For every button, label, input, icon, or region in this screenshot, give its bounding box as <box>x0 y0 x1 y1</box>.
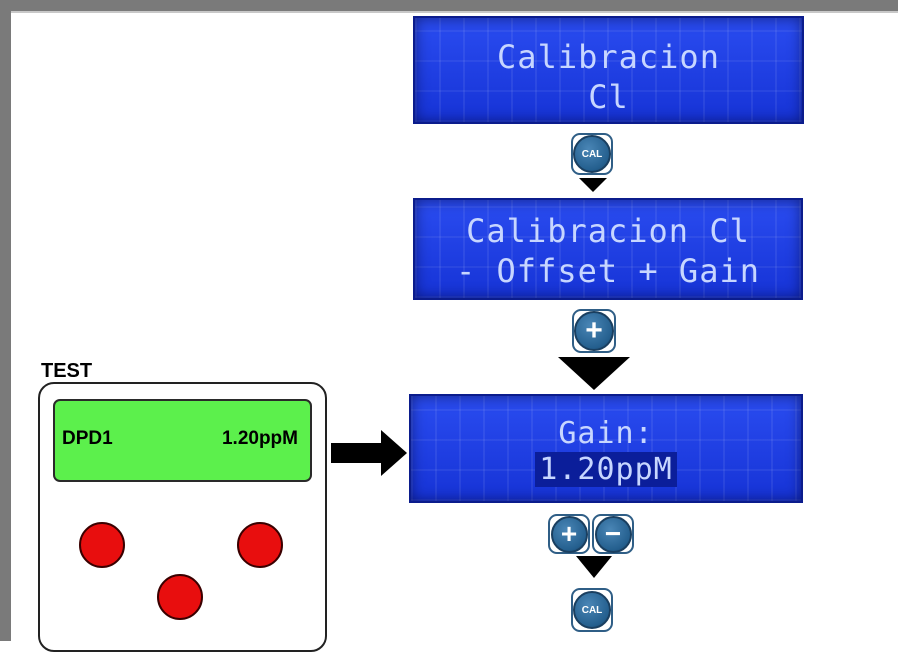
plus-button[interactable]: + <box>548 514 590 554</box>
lcd-calibracion-screen: Calibracion Cl <box>413 16 804 124</box>
frame-inner-line <box>11 11 898 13</box>
frame-left-border <box>0 0 11 641</box>
down-arrow-icon <box>579 178 607 192</box>
cal-button-icon: CAL <box>573 135 611 173</box>
cal-button[interactable]: CAL <box>571 588 613 632</box>
display-reading-value: 1.20ppM <box>221 428 298 449</box>
device-red-button[interactable] <box>79 522 125 568</box>
plus-button[interactable]: + <box>572 309 616 353</box>
frame-top-border <box>0 0 898 11</box>
cal-button[interactable]: CAL <box>571 133 613 175</box>
lcd-line-2: Cl <box>588 78 629 116</box>
right-arrow-icon <box>331 443 381 463</box>
lcd-offset-gain-screen: Calibracion Cl - Offset + Gain <box>413 198 803 300</box>
display-mode-label: DPD1 <box>62 428 113 449</box>
plus-button-icon: + <box>550 515 588 553</box>
minus-button-icon: − <box>594 515 632 553</box>
down-arrow-icon <box>558 357 630 390</box>
device-red-button[interactable] <box>157 574 203 620</box>
down-arrow-icon <box>576 556 612 578</box>
cal-button-icon: CAL <box>573 591 611 629</box>
minus-button[interactable]: − <box>592 514 634 554</box>
lcd-line-2: - Offset + Gain <box>456 252 760 290</box>
lcd-line-1: Calibracion <box>497 38 720 76</box>
right-arrow-head-icon <box>381 430 407 476</box>
gain-value: 1.20ppM <box>535 452 677 487</box>
plus-button-icon: + <box>574 311 614 351</box>
test-device-display: DPD1 1.20ppM <box>53 399 312 482</box>
test-title: TEST <box>41 360 93 382</box>
lcd-line-1: Gain: <box>558 416 654 451</box>
lcd-line-1: Calibracion Cl <box>466 212 750 250</box>
device-red-button[interactable] <box>237 522 283 568</box>
lcd-line-2-wrap: 1.20ppM <box>411 452 801 487</box>
lcd-gain-screen: Gain: 1.20ppM <box>409 394 803 503</box>
